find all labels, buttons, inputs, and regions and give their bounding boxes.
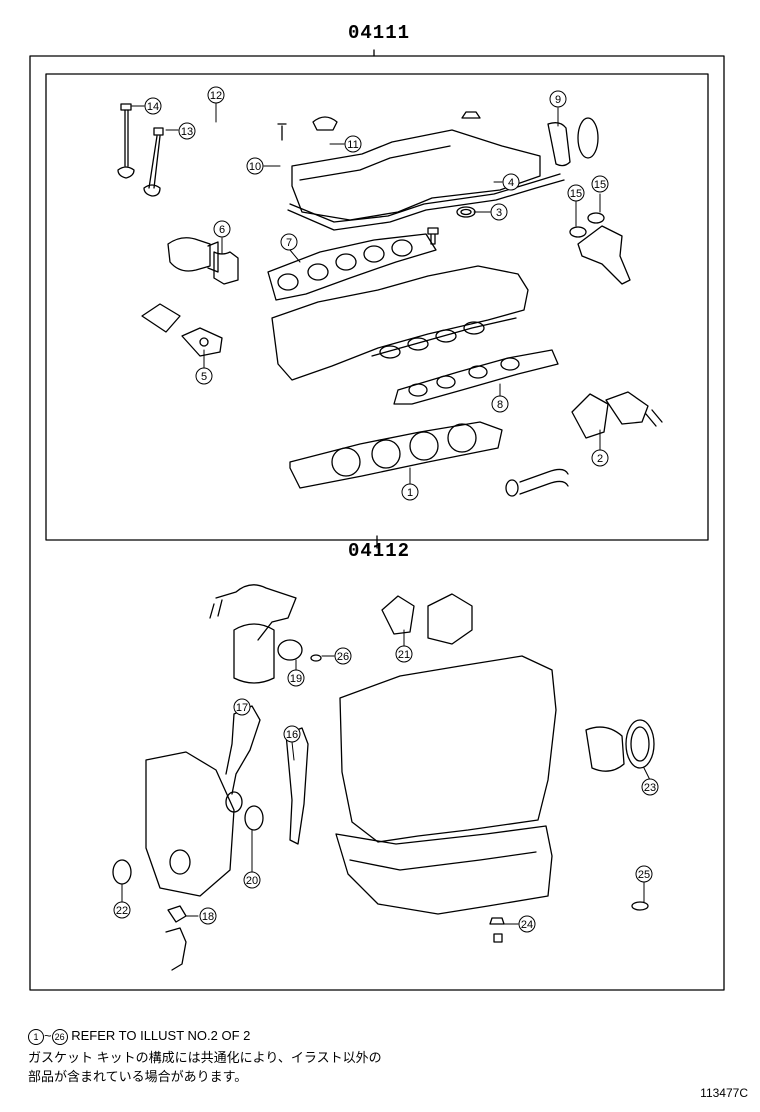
svg-text:23: 23 <box>644 782 656 794</box>
svg-text:8: 8 <box>497 399 503 411</box>
part-intake-manifold-gasket <box>267 233 437 301</box>
svg-text:3: 3 <box>496 207 502 219</box>
callout-17: 17 <box>233 698 251 716</box>
svg-text:4: 4 <box>508 177 514 189</box>
callout-5: 5 <box>195 367 213 385</box>
part-oil-seal-3 <box>456 206 476 218</box>
japanese-note-line-1: ガスケット キットの構成には共通化により、イラスト以外の <box>28 1050 382 1065</box>
part-oil-filter-bracket <box>209 584 322 684</box>
callout-3: 3 <box>490 203 508 221</box>
callout-1: 1 <box>401 483 419 501</box>
callout-23: 23 <box>641 778 659 796</box>
callout-26: 26 <box>334 647 352 665</box>
svg-text:22: 22 <box>116 905 128 917</box>
part-water-inlet-gaskets <box>547 117 631 285</box>
svg-text:5: 5 <box>201 371 207 383</box>
svg-text:20: 20 <box>246 875 258 887</box>
svg-text:2: 2 <box>597 453 603 465</box>
part-rear-oil-seal <box>585 719 655 772</box>
svg-text:21: 21 <box>398 649 410 661</box>
part-exhaust-manifold-gasket <box>393 349 559 405</box>
svg-text:16: 16 <box>286 729 298 741</box>
part-exhaust-pipe-gasket <box>505 468 569 497</box>
svg-text:19: 19 <box>290 673 302 685</box>
part-thermostat-housing <box>141 303 223 357</box>
callout-20: 20 <box>243 871 261 889</box>
part-water-pump <box>381 593 473 645</box>
svg-text:9: 9 <box>555 94 561 106</box>
callout-14: 14 <box>144 97 162 115</box>
svg-text:11: 11 <box>347 139 358 151</box>
illustration-code: 113477C <box>700 1086 748 1100</box>
part-egr-gasket <box>571 391 663 439</box>
kit-frames <box>29 49 725 991</box>
japanese-note-line-2: 部品が含まれている場合があります。 <box>28 1069 248 1084</box>
callout-15a: 15 <box>567 184 585 202</box>
svg-text:17: 17 <box>236 702 248 714</box>
callout-15b: 15 <box>591 175 609 193</box>
callout-19: 19 <box>287 669 305 687</box>
svg-text:18: 18 <box>202 911 214 923</box>
part-cylinder-head-gasket <box>289 421 503 489</box>
svg-text:25: 25 <box>638 869 650 881</box>
part-timing-cover <box>112 705 309 971</box>
callout-25: 25 <box>635 865 653 883</box>
part-cylinder-head <box>271 265 529 381</box>
part-plug <box>427 227 439 245</box>
callout-21: 21 <box>395 645 413 663</box>
kit-code-04111: 04111 <box>348 22 411 44</box>
callouts: 1 2 3 4 5 6 7 8 9 10 11 12 13 14 15 15 1… <box>113 86 659 933</box>
svg-text:1: 1 <box>407 487 413 499</box>
part-cylinder-block <box>335 655 557 915</box>
svg-text:26: 26 <box>337 651 349 663</box>
svg-text:14: 14 <box>147 101 159 113</box>
refer-text: REFER TO ILLUST NO.2 OF 2 <box>71 1028 251 1043</box>
callout-6: 6 <box>213 220 231 238</box>
range-separator: ~ <box>44 1028 52 1043</box>
range-end-circle: 26 <box>51 1028 68 1045</box>
callout-8: 8 <box>491 395 509 413</box>
callout-24: 24 <box>518 915 536 933</box>
callout-4: 4 <box>502 173 520 191</box>
callout-22: 22 <box>113 901 131 919</box>
callout-16: 16 <box>283 725 301 743</box>
svg-text:12: 12 <box>210 90 222 102</box>
callout-10: 10 <box>246 157 264 175</box>
callout-9: 9 <box>549 90 567 108</box>
svg-text:24: 24 <box>521 919 533 931</box>
svg-text:13: 13 <box>181 126 193 138</box>
part-water-outlet <box>167 237 239 285</box>
kit-code-04112: 04112 <box>348 540 411 562</box>
callout-2: 2 <box>591 449 609 467</box>
svg-text:7: 7 <box>286 237 292 249</box>
callout-18: 18 <box>199 907 217 925</box>
callout-7: 7 <box>280 233 298 251</box>
svg-text:6: 6 <box>219 224 225 236</box>
callout-13: 13 <box>178 122 196 140</box>
refer-note: 1~26 REFER TO ILLUST NO.2 OF 2 <box>28 1027 250 1045</box>
range-start-circle: 1 <box>28 1028 44 1045</box>
callout-12: 12 <box>207 86 225 104</box>
svg-text:10: 10 <box>249 161 261 173</box>
part-valves <box>117 103 164 197</box>
callout-leaders <box>121 101 651 925</box>
part-cylinder-head-cover <box>277 111 565 231</box>
svg-text:15: 15 <box>570 188 582 200</box>
part-drain-plug-gaskets <box>489 901 649 943</box>
callout-11: 11 <box>344 135 362 153</box>
svg-text:15: 15 <box>594 179 606 191</box>
